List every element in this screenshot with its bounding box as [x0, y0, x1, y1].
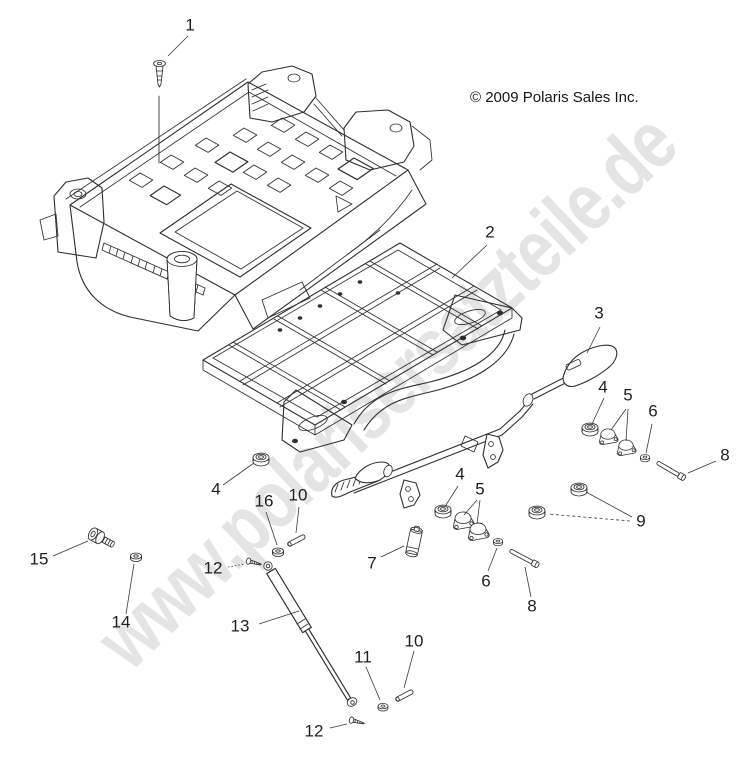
pivot-bar-assembly	[331, 344, 618, 509]
copyright-text: © 2009 Polaris Sales Inc.	[470, 89, 639, 106]
cargo-box-drawing	[39, 65, 433, 332]
callout-2: 2	[485, 222, 495, 242]
callout-1: 1	[185, 15, 195, 35]
callout-16: 16	[254, 491, 274, 511]
callout-10: 10	[288, 485, 308, 505]
callout-10: 10	[404, 631, 424, 651]
callout-4: 4	[598, 377, 608, 397]
cylinder-part7	[405, 525, 423, 558]
callout-5: 5	[475, 479, 485, 499]
support-bracket-part3	[562, 344, 618, 388]
leader-lines	[52, 35, 717, 729]
callout-12: 12	[304, 721, 324, 741]
callout-6: 6	[648, 401, 658, 421]
callout-13: 13	[230, 616, 250, 636]
callout-14: 14	[111, 612, 131, 632]
callout-15: 15	[29, 549, 49, 569]
mounting-screw-part1	[153, 60, 166, 164]
callout-7: 7	[367, 553, 377, 573]
callout-11: 11	[354, 647, 372, 667]
callout-3: 3	[594, 303, 604, 323]
pivot-bolt-part15	[87, 527, 115, 548]
callout-4: 4	[211, 479, 221, 499]
callout-6: 6	[481, 571, 491, 591]
callout-9: 9	[636, 511, 646, 531]
rack-frame-part2	[202, 242, 523, 453]
callout-5: 5	[623, 385, 633, 405]
callout-8: 8	[720, 445, 730, 465]
callout-12: 12	[203, 558, 223, 578]
callout-8: 8	[527, 596, 537, 616]
callout-4: 4	[455, 464, 465, 484]
gas-strut-part13	[263, 561, 358, 707]
